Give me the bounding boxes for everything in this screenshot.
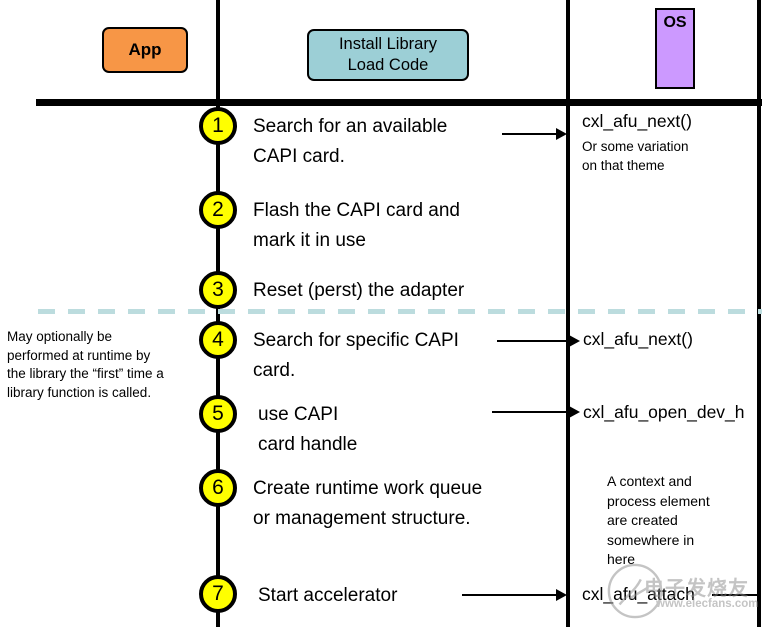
install-library-label: Install Library Load Code [338, 35, 438, 74]
step-number-2: 2 [212, 198, 224, 221]
phase-divider-dashed-line [38, 309, 762, 314]
os-call-step1-note: Or some variation on that theme [582, 139, 689, 173]
step-number-3: 3 [212, 278, 224, 301]
install-library-header-box: Install Library Load Code [307, 29, 469, 81]
os-call-step4: cxl_afu_next() [583, 329, 693, 349]
step-circle-4: 4 [199, 321, 237, 359]
arrow-step5-to-os [492, 406, 580, 418]
context-note: A context and process element are create… [607, 473, 710, 567]
step-text-6: Create runtime work queue or management … [253, 478, 483, 529]
arrow-step4-to-os [497, 335, 580, 347]
line-step7-continuation [712, 594, 757, 596]
step-circle-6: 6 [199, 469, 237, 507]
os-call-step5: cxl_afu_open_dev_h [583, 402, 745, 422]
watermark-cn-text: 电子发烧友 [644, 578, 749, 600]
watermark-url-text: www.elecfans.com [656, 598, 759, 610]
runtime-side-note: May optionally be performed at runtime b… [7, 329, 164, 400]
step-number-6: 6 [212, 476, 224, 499]
step-circle-2: 2 [199, 191, 237, 229]
step-text-5: use CAPI card handle [258, 404, 358, 455]
step-text-2: Flash the CAPI card and mark it in use [253, 200, 460, 251]
header-separator-line [36, 99, 762, 106]
arrow-step1-to-os [502, 128, 567, 140]
step-number-4: 4 [212, 328, 224, 351]
app-header-box: App [102, 27, 188, 73]
step-number-7: 7 [212, 582, 224, 605]
step-text-4: Search for specific CAPI card. [253, 330, 459, 381]
step-number-5: 5 [212, 402, 224, 425]
watermark-logo-icon [607, 563, 663, 619]
step-text-7: Start accelerator [258, 585, 398, 606]
step-circle-3: 3 [199, 271, 237, 309]
arrow-step7-to-os [462, 589, 567, 601]
step-circle-7: 7 [199, 575, 237, 613]
step-text-3: Reset (perst) the adapter [253, 280, 465, 301]
app-header-label: App [128, 40, 162, 59]
step-text-1: Search for an available CAPI card. [253, 116, 448, 167]
step-number-1: 1 [212, 114, 224, 137]
os-header-label: OS [663, 14, 687, 31]
step-circle-5: 5 [199, 395, 237, 433]
watermark: 电子发烧友 www.elecfans.com [596, 560, 762, 627]
os-call-step1: cxl_afu_next() [582, 111, 692, 131]
os-header-box: OS [655, 8, 695, 89]
step-circle-1: 1 [199, 107, 237, 145]
